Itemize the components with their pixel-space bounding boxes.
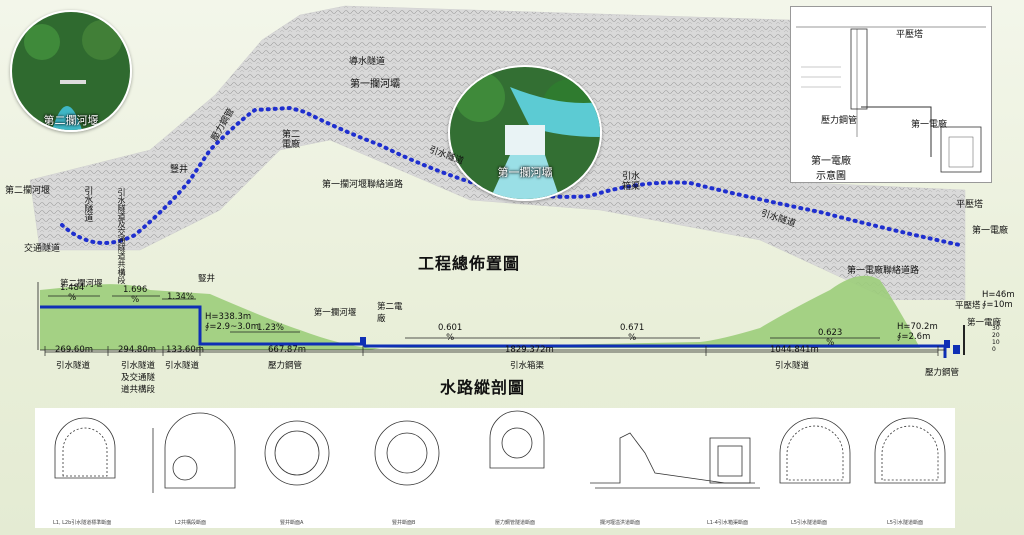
section-9-drawing: [874, 417, 946, 484]
profile-label-dam1: 第一攔河堰: [313, 308, 357, 318]
section-7-drawing: [709, 437, 751, 484]
waterway-route: [60, 105, 962, 247]
profile-label-shaft: 豎井: [198, 274, 216, 284]
segment-6-length: 1044.841m: [770, 345, 819, 355]
map-label-dam1: 第一攔河壩: [350, 79, 400, 90]
slope-1: 1.484 %: [60, 283, 85, 303]
map-label-weir2: 第二攔河堰: [5, 186, 51, 196]
segment-5-name: 引水箱渠: [510, 361, 545, 371]
surge-marker: [944, 340, 950, 348]
map-label-diversion-tunnel: 導水隧道: [349, 57, 386, 67]
slope-2: 1.696 %: [123, 285, 148, 305]
inset-caption: 第一電廠示意圖: [811, 156, 851, 182]
map-label-tunnel-1: 引水隧道: [82, 186, 93, 222]
cross-sections-panel: L1, L2b引水隧道標準斷面 L2共構段斷面 豎井斷面A 豎井斷面B 壓力鋼管…: [35, 408, 955, 528]
map-label-plant2: 第二電廠: [282, 130, 301, 151]
section-4-caption: 豎井斷面B: [392, 520, 416, 526]
scale-tick-10: 10: [992, 339, 1000, 346]
dam1-photo: 第一攔河壩: [448, 65, 602, 201]
weir2-photo: 第二攔河堰: [10, 10, 132, 132]
slope-6: 0.671 %: [620, 323, 645, 343]
shaft-dims: H=338.3m ∮=2.9~3.0m: [205, 312, 259, 332]
map-label-plant1: 第一電廠: [972, 226, 1009, 236]
longitudinal-profile: [37, 275, 965, 358]
section-6-drawing: [590, 432, 760, 489]
section-8-drawing: [779, 417, 851, 484]
segment-3-name: 引水隧道: [165, 361, 200, 371]
segment-1-length: 269.60m: [55, 345, 94, 355]
section-8-caption: L5引水隧道斷面: [791, 520, 827, 526]
profile-terrain: [40, 275, 920, 350]
map-label-channel: 引水箱渠: [622, 172, 641, 193]
segment-2-name: 引水隧道及交通隧道共構段: [120, 361, 155, 395]
section-5-drawing: [489, 410, 545, 469]
section-9-caption: L5引水隧道斷面: [887, 520, 923, 526]
section-7-caption: L1-4引水箱渠斷面: [707, 520, 748, 526]
scale-bar: [963, 325, 965, 355]
inset-label-surge: 平壓塔: [896, 30, 924, 40]
segment-4-name: 壓力鋼管: [268, 361, 303, 371]
section-1-drawing: [54, 417, 116, 479]
section-3-drawing: [264, 420, 330, 486]
profile-label-surge: 平壓塔: [955, 301, 981, 311]
segment-5-length: 1829.372m: [505, 345, 554, 355]
section-5-caption: 壓力鋼管隧道斷面: [495, 520, 536, 526]
profile-label-plant1: 第一電廠: [967, 318, 1002, 328]
section-2-drawing: [152, 412, 236, 493]
segment-1-name: 引水隧道: [56, 361, 91, 371]
inset-label-penstock: 壓力鋼管: [821, 116, 858, 126]
segment-6-name: 引水隧道: [775, 361, 810, 371]
profile-label-plant2: 第二電廠: [377, 302, 403, 324]
segment-4-length: 667.87m: [268, 345, 307, 355]
slope-5: 0.601 %: [438, 323, 463, 343]
map-label-plant1-road: 第一電廠聯絡道路: [847, 266, 920, 276]
scale-tick-0: 0: [992, 346, 996, 353]
section-4-drawing: [374, 420, 440, 486]
map-label-traffic-tunnel: 交通隧道: [24, 244, 61, 254]
map-label-surge: 平壓塔: [956, 200, 984, 210]
plant1-inset: 平壓塔 壓力鋼管 第一電廠 第一電廠示意圖: [790, 6, 992, 183]
section-3-caption: 豎井斷面A: [280, 520, 304, 526]
inset-label-plant1: 第一電廠: [911, 120, 948, 130]
scale-tick-20: 20: [992, 332, 1000, 339]
dam1-photo-caption: 第一攔河壩: [497, 166, 553, 179]
slope-7: 0.623 %: [818, 328, 843, 348]
layout-title: 工程總佈置圖: [418, 254, 521, 273]
section-1-caption: L1, L2b引水隧道標準斷面: [53, 520, 112, 526]
map-label-shared-tunnel: 引水隧道及交通隧道共構段: [117, 188, 126, 284]
profile-surge-dims: H=46m ∮=10m: [982, 290, 1015, 310]
segment-3-length: 133.60m: [166, 345, 205, 355]
profile-label-weir2: 第二攔河堰: [60, 279, 103, 289]
profile-label-penstock-end: 壓力鋼管: [925, 368, 960, 378]
segment-2-length: 294.80m: [118, 345, 157, 355]
plant1-marker: [953, 345, 960, 354]
weir2-photo-caption: 第二攔河堰: [43, 114, 99, 127]
penstock-dims: H=70.2m ∮=2.6m: [897, 322, 938, 342]
map-label-link-road: 第一攔河堰聯絡道路: [322, 180, 404, 190]
plant2-marker: [360, 337, 366, 345]
slope-4: 1.23%: [257, 323, 285, 333]
scale-tick-30: 30: [992, 325, 1000, 332]
slope-3: 1.34%: [167, 292, 195, 302]
profile-title: 水路縱剖圖: [440, 378, 526, 397]
section-2-caption: L2共構段斷面: [175, 520, 206, 526]
section-6-caption: 攔河堰溢洪道斷面: [600, 520, 641, 526]
map-label-shaft: 豎井: [170, 165, 189, 175]
